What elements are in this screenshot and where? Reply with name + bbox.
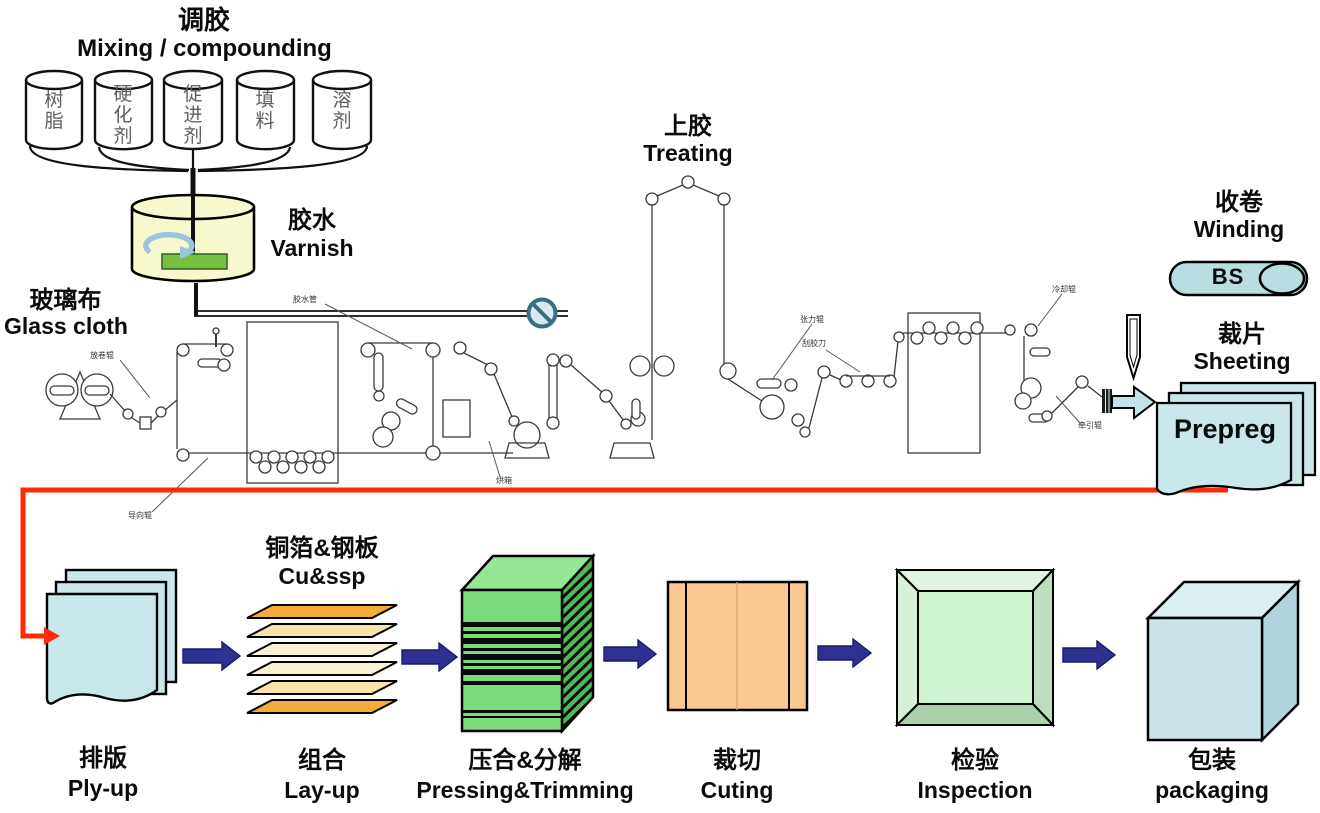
layup-materials-cn: 铜箔&钢板 — [265, 535, 379, 562]
layup-layers-graphic — [246, 604, 398, 714]
cutter-bar — [1102, 389, 1112, 413]
tank-label-solvent: 溶剂 — [332, 90, 352, 132]
step-pressing-en: Pressing&Trimming — [416, 777, 634, 803]
sheeting-label-cn: 裁片 — [1218, 321, 1266, 348]
winding-roll-label: BS — [1211, 264, 1245, 289]
annotation-doctor-blade: 刮胶刀 — [802, 339, 826, 348]
tank-label-accelerator: 促进剂 — [183, 84, 203, 147]
tank-label-filler: 填料 — [255, 90, 275, 132]
winding-label-cn: 收卷 — [1215, 189, 1263, 216]
glass-cloth-label-cn: 玻璃布 — [29, 287, 102, 314]
pressing-block-graphic — [459, 552, 596, 735]
tank-label-resin: 树脂 — [44, 90, 64, 132]
step-cutting-en: Cuting — [700, 777, 774, 803]
step-packaging-en: packaging — [1155, 777, 1269, 803]
annotation-oven: 烘箱 — [496, 476, 512, 485]
annotation-pull-roller: 牵引辊 — [1078, 421, 1102, 430]
winding-roll-graphic — [1168, 260, 1309, 297]
treating-label-en: Treating — [643, 140, 733, 166]
mixing-tanks-graphic — [24, 69, 373, 200]
glass-cloth-label-en: Glass cloth — [4, 313, 128, 339]
plyup-stack-graphic — [45, 568, 178, 705]
step-packaging-cn: 包装 — [1188, 747, 1236, 774]
annotation-leaders — [119, 293, 1081, 513]
sheeting-arrow — [1111, 385, 1157, 421]
step-cutting-cn: 裁切 — [713, 747, 761, 774]
step-inspection-cn: 检验 — [951, 747, 999, 774]
varnish-tank-graphic — [130, 182, 256, 283]
prepreg-label: Prepreg — [1173, 414, 1277, 444]
treater-machinery — [45, 175, 1103, 484]
rotation-arrow — [143, 231, 195, 256]
flow-red-line — [20, 487, 1228, 645]
annotation-varnish-pipe: 胶水管 — [293, 295, 317, 304]
layup-materials-en: Cu&ssp — [278, 563, 366, 589]
stirrer-paddle — [161, 253, 228, 270]
annotation-cooling-roller: 冷却辊 — [1052, 285, 1076, 294]
mixing-title-en: Mixing / compounding — [77, 35, 332, 62]
no-entry-symbol — [526, 297, 558, 329]
step-inspection-en: Inspection — [917, 777, 1033, 803]
winding-label-en: Winding — [1193, 216, 1285, 242]
step-layup-cn: 组合 — [298, 747, 346, 774]
sheeting-graphic — [1102, 314, 1317, 496]
treating-label-cn: 上胶 — [664, 113, 712, 140]
packaging-cube-graphic — [1144, 578, 1302, 744]
step-pressing-cn: 压合&分解 — [468, 747, 582, 774]
tank-label-hardener: 硬化剂 — [113, 84, 133, 147]
step-plyup-cn: 排版 — [79, 745, 127, 772]
annotation-tension-roller: 张力辊 — [800, 315, 824, 324]
step-layup-en: Lay-up — [284, 777, 360, 803]
mixing-title-cn: 调胶 — [177, 5, 230, 35]
step-plyup-en: Ply-up — [67, 775, 139, 801]
varnish-pipe — [194, 283, 568, 317]
varnish-label-en: Varnish — [270, 235, 354, 261]
sheeting-label-en: Sheeting — [1193, 348, 1291, 374]
step-arrows — [182, 637, 1117, 673]
annotation-guide-roller: 导向辊 — [128, 511, 152, 520]
prepreg-sheet — [1155, 401, 1293, 496]
annotation-unwind-roller: 放卷辊 — [90, 351, 114, 360]
cutting-box-graphic — [666, 580, 809, 712]
inspection-frame-graphic — [894, 567, 1056, 728]
varnish-label-cn: 胶水 — [288, 207, 336, 234]
red-arrowhead — [44, 627, 60, 645]
